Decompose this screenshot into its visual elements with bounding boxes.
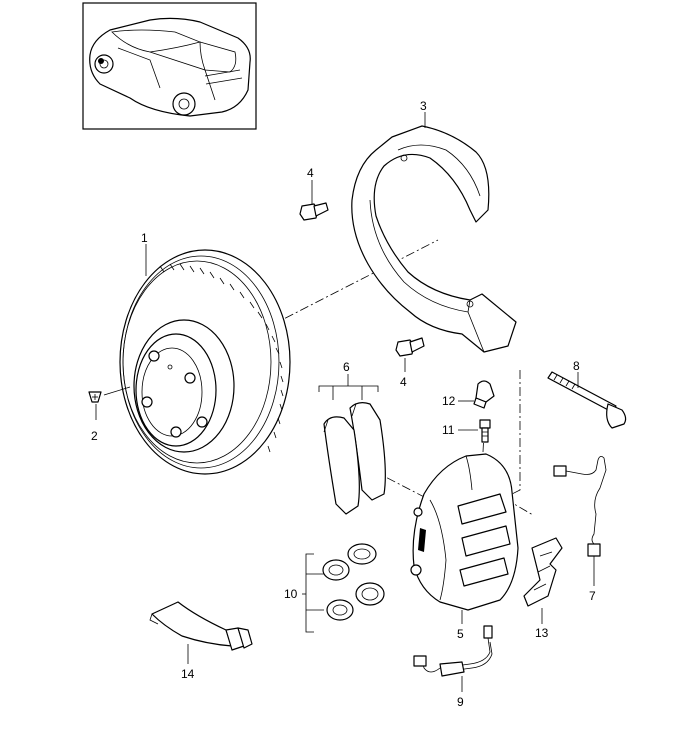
brake-disc [119,249,291,475]
vehicle-thumbnail [82,2,257,130]
label-12: 12 [442,394,456,408]
pad-retaining-spring [523,537,563,624]
pad-wear-sensor [553,456,607,586]
shield-bolt-upper [299,180,329,221]
brake-line [413,625,493,692]
label-4-lower: 4 [400,375,407,389]
label-4-upper: 4 [307,166,314,180]
label-3: 3 [420,99,427,113]
label-13: 13 [535,626,549,640]
label-5: 5 [457,627,464,641]
disc-screw [88,386,131,403]
label-1: 1 [141,231,148,245]
caliper-seals [302,543,385,633]
brake-pad-set [318,374,386,515]
brake-dust-shield [351,125,517,353]
label-2: 2 [91,429,98,443]
label-7: 7 [589,589,596,603]
bleeder-cap [458,380,495,409]
label-8: 8 [573,359,580,373]
callout-labels: 1 2 3 4 4 5 6 7 8 9 10 11 12 13 14 [91,99,596,709]
grease-tube [149,601,253,664]
label-10: 10 [284,587,298,601]
caliper-bolt [547,371,627,429]
label-11: 11 [442,423,455,437]
brake-caliper [410,453,519,624]
label-14: 14 [181,667,195,681]
label-9: 9 [457,695,464,709]
label-6: 6 [343,360,350,374]
shield-bolt-lower [395,337,425,372]
car-icon [89,17,251,117]
bleeder-valve [458,419,491,443]
